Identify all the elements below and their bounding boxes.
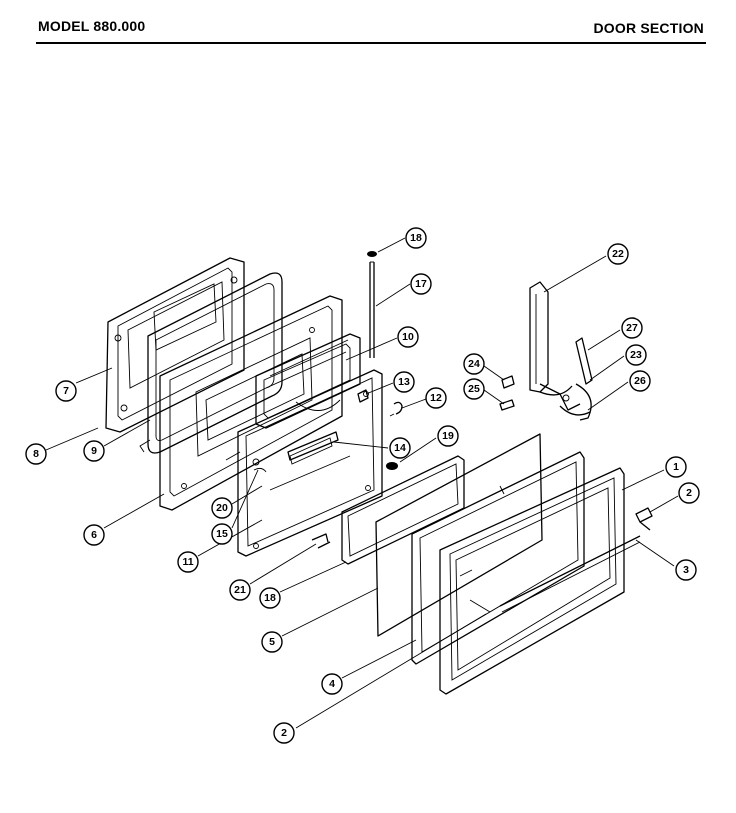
callout-21: 21 <box>229 579 251 601</box>
svg-text:4: 4 <box>329 678 335 690</box>
callout-11: 11 <box>177 551 199 573</box>
svg-text:22: 22 <box>612 248 624 260</box>
part-18-cap <box>367 251 377 257</box>
svg-text:18: 18 <box>264 592 276 604</box>
callout-14: 14 <box>389 437 411 459</box>
callout-8: 8 <box>25 443 47 465</box>
callout-23: 23 <box>625 344 647 366</box>
svg-text:18: 18 <box>410 232 422 244</box>
callout-10: 10 <box>397 326 419 348</box>
svg-text:2: 2 <box>686 487 692 499</box>
part-27-hinge-link <box>575 337 593 385</box>
part-21-clip <box>311 533 331 549</box>
svg-text:23: 23 <box>630 349 642 361</box>
svg-text:19: 19 <box>442 430 454 442</box>
svg-text:27: 27 <box>626 322 638 334</box>
callout-4: 4 <box>321 673 343 695</box>
svg-text:24: 24 <box>468 358 480 370</box>
svg-text:14: 14 <box>394 442 406 454</box>
callout-22: 22 <box>607 243 629 265</box>
part-13-clip <box>357 389 369 403</box>
callout-15: 15 <box>211 523 233 545</box>
model-label: MODEL 880.000 <box>38 18 146 34</box>
callout-9: 9 <box>83 440 105 462</box>
svg-text:2: 2 <box>281 727 287 739</box>
part-22-hinge-arm <box>529 281 581 411</box>
leader-lines <box>45 237 679 729</box>
svg-text:25: 25 <box>468 383 480 395</box>
svg-text:21: 21 <box>234 584 246 596</box>
svg-text:3: 3 <box>683 564 689 576</box>
svg-text:15: 15 <box>216 528 228 540</box>
part-6-inner-liner <box>159 295 343 511</box>
svg-text:8: 8 <box>33 448 39 460</box>
callout-18-top: 18 <box>405 227 427 249</box>
callout-19: 19 <box>437 425 459 447</box>
part-24-screw <box>501 375 515 389</box>
svg-text:11: 11 <box>182 556 193 568</box>
svg-text:20: 20 <box>216 502 228 514</box>
callout-12: 12 <box>425 387 447 409</box>
callout-20: 20 <box>211 497 233 519</box>
part-11-inner-panel <box>237 369 383 557</box>
svg-text:17: 17 <box>415 278 427 290</box>
svg-text:10: 10 <box>402 331 414 343</box>
svg-text:26: 26 <box>634 375 646 387</box>
svg-text:12: 12 <box>430 392 442 404</box>
part-2-outer-door-panel <box>439 467 641 695</box>
part-20-screw <box>253 467 267 473</box>
part-9-gasket <box>139 272 283 454</box>
callout-1: 1 <box>665 456 687 478</box>
part-10-insulation-pack <box>255 333 361 429</box>
svg-text:1: 1 <box>673 461 679 473</box>
part-19-plug <box>386 462 398 470</box>
callout-6: 6 <box>83 524 105 546</box>
part-23-hinge-lever <box>559 383 592 421</box>
callout-27: 27 <box>621 317 643 339</box>
callout-7: 7 <box>55 380 77 402</box>
svg-text:5: 5 <box>269 636 275 648</box>
section-label: DOOR SECTION <box>593 20 704 36</box>
svg-text:9: 9 <box>91 445 97 457</box>
svg-text:13: 13 <box>398 376 410 388</box>
callout-25: 25 <box>463 378 485 400</box>
callout-26: 26 <box>629 370 651 392</box>
callout-24: 24 <box>463 353 485 375</box>
callout-2-bottom: 2 <box>273 722 295 744</box>
part-12-clip <box>389 401 403 417</box>
part-7-back-frame <box>105 257 245 433</box>
part-14-bracket <box>287 431 339 461</box>
callout-16: 18 <box>259 587 281 609</box>
callout-13: 13 <box>393 371 415 393</box>
part-25-screw <box>499 399 515 411</box>
callout-2-right: 2 <box>678 482 700 504</box>
svg-text:7: 7 <box>63 385 69 397</box>
callout-5: 5 <box>261 631 283 653</box>
part-17-pin <box>369 261 375 358</box>
callout-3: 3 <box>675 559 697 581</box>
part-2-handle-bracket <box>635 507 653 531</box>
part-4-window-assembly <box>411 451 585 665</box>
svg-text:6: 6 <box>91 529 97 541</box>
header-rule <box>36 42 706 44</box>
callout-17: 17 <box>410 273 432 295</box>
